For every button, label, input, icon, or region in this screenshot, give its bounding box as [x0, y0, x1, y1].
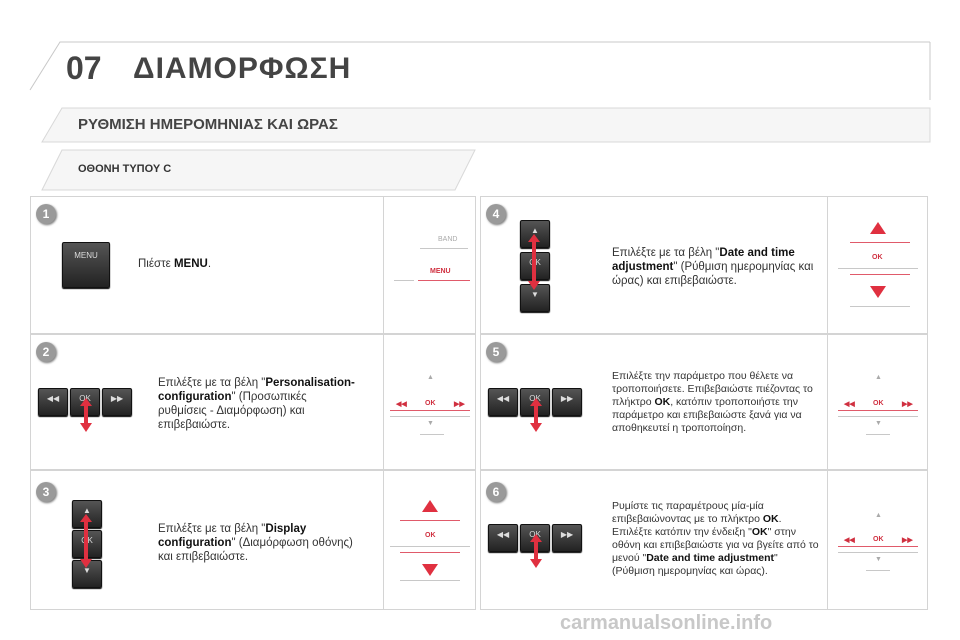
prev-key-6: ◀◀	[488, 524, 518, 552]
menu-label-red: MENU	[430, 268, 451, 275]
next-key-6: ▶▶	[552, 524, 582, 552]
step-number-6: 6	[486, 482, 506, 502]
section-title: ΡΥΘΜΙΣΗ ΗΜΕΡΟΜΗΝΙΑΣ ΚΑΙ ΩΡΑΣ	[78, 116, 338, 133]
double-arrow-icon	[80, 398, 92, 432]
band-label: BAND	[438, 236, 458, 243]
menu-key: MENU	[62, 242, 110, 288]
vertical-arrow-icon	[80, 514, 92, 568]
step-6-text: Ρυμίστε τις παραμέτρους μία-μία επιβεβαι…	[612, 500, 819, 577]
up-arrow-icon	[422, 500, 438, 512]
step-2-text: Επιλέξτε με τα βέλη "Personalisation-con…	[158, 377, 355, 431]
step-number-3: 3	[36, 482, 56, 502]
header-frame	[29, 41, 931, 191]
step-panel-3	[30, 470, 476, 610]
step-number-4: 4	[486, 204, 506, 224]
step-number-5: 5	[486, 342, 506, 362]
up-arrow-icon-4	[870, 222, 886, 234]
menu-key-label: MENU	[74, 251, 98, 260]
double-arrow-icon-6	[530, 534, 542, 568]
step-1-text: Πιέστε MENU.	[138, 258, 212, 270]
down-arrow-icon	[422, 564, 438, 576]
up-key-step4: ▲	[520, 220, 550, 248]
next-key-5: ▶▶	[552, 388, 582, 416]
step-4-text: Επιλέξτε με τα βέλη "Date and time adjus…	[612, 247, 814, 287]
subsection-title: ΟΘΟΝΗ ΤΥΠΟΥ C	[78, 163, 172, 175]
next-key: ▶▶	[102, 388, 132, 416]
step-number-1: 1	[36, 204, 56, 224]
footer-watermark: carmanualsonline.info	[560, 612, 773, 634]
prev-key-5: ◀◀	[488, 388, 518, 416]
step-5-text: Επιλέξτε την παράμετρο που θέλετε να τρο…	[612, 370, 813, 434]
double-arrow-icon-5	[530, 398, 542, 432]
prev-key: ◀◀	[38, 388, 68, 416]
down-key-step4: ▼	[520, 284, 550, 312]
step-panel-4	[480, 196, 928, 334]
chapter-title: ΔΙΑΜΟΡΦΩΣΗ	[133, 52, 352, 85]
down-arrow-icon-4	[870, 286, 886, 298]
step-3-text: Επιλέξτε με τα βέλη "Display configurati…	[158, 523, 353, 563]
chapter-number: 07	[66, 50, 102, 86]
step-number-2: 2	[36, 342, 56, 362]
vertical-arrow-icon-4	[528, 234, 540, 290]
